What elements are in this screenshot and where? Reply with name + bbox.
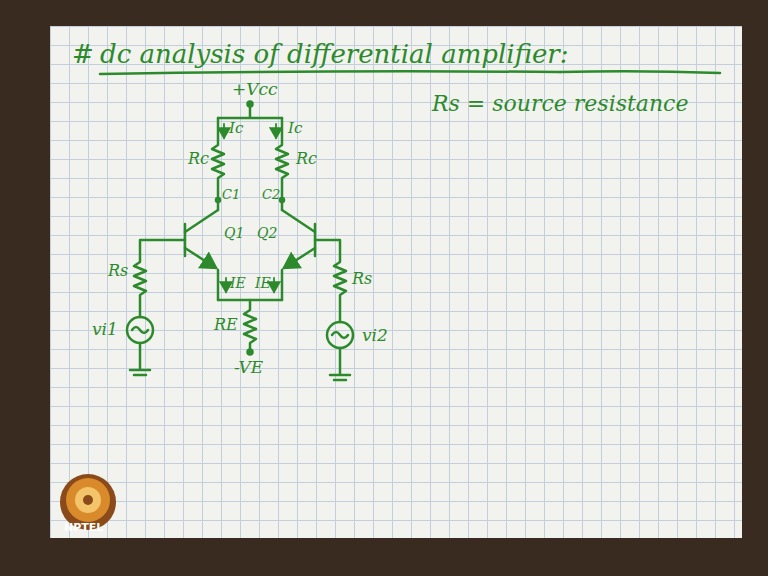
current-label: Ic bbox=[288, 120, 302, 137]
current-label: IE bbox=[230, 276, 246, 291]
current-label: Ic bbox=[229, 120, 243, 137]
node-label: C2 bbox=[262, 188, 280, 202]
resistor-label: Rs bbox=[108, 262, 128, 280]
logo-text: NPTEL bbox=[64, 522, 103, 534]
resistor-label: Rs bbox=[352, 270, 372, 288]
node-label: C1 bbox=[222, 188, 240, 202]
source-label: vi2 bbox=[362, 326, 388, 345]
resistor-label: Rc bbox=[296, 150, 317, 168]
transistor-label: Q1 bbox=[224, 226, 244, 241]
heading-mark: # bbox=[72, 40, 94, 69]
source-label: vi1 bbox=[92, 320, 118, 339]
note-text: Rs = source resistance bbox=[432, 92, 688, 116]
transistor-label: Q2 bbox=[257, 226, 277, 241]
supply-label: -VE bbox=[234, 358, 263, 377]
supply-label: +Vcc bbox=[232, 80, 278, 99]
slide-title: dc analysis of differential amplifier: bbox=[100, 40, 569, 69]
resistor-label: RE bbox=[214, 316, 238, 334]
resistor-label: Rc bbox=[188, 150, 209, 168]
current-label: IE bbox=[255, 276, 271, 291]
